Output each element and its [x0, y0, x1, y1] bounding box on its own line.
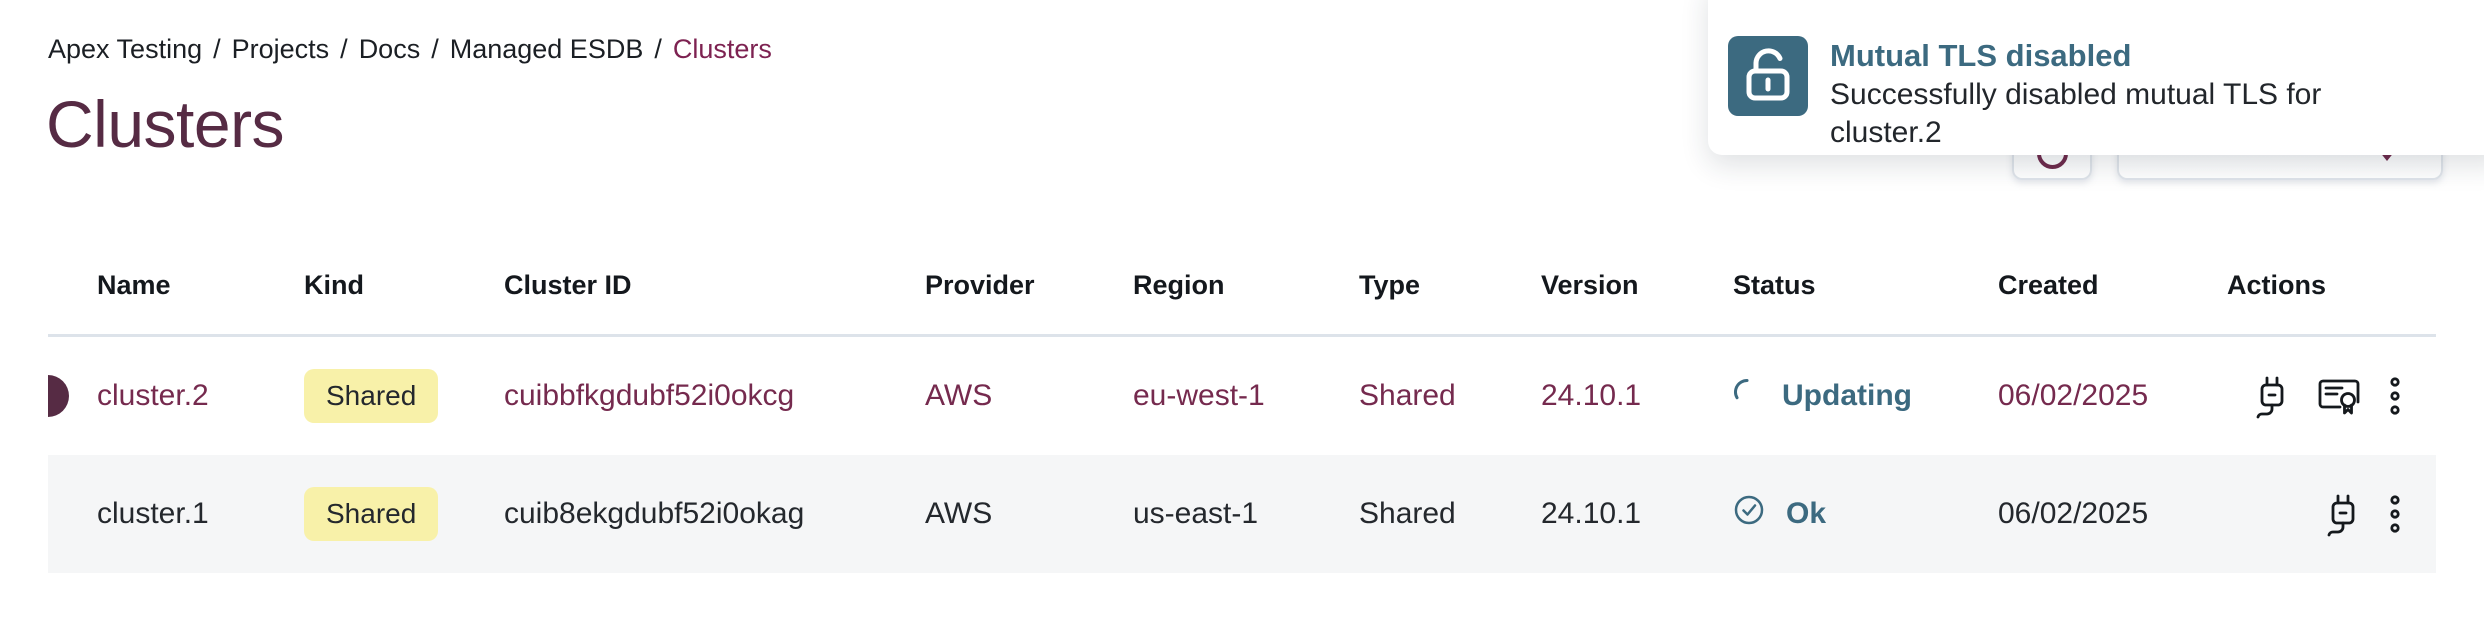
toast-icon-box — [1728, 36, 1808, 116]
table-row-cluster-1[interactable]: cluster.1 Shared cuib8ekgdubf52i0okag AW… — [48, 455, 2436, 573]
breadcrumb-separator: / — [654, 34, 662, 64]
name-cell: cluster.1 — [48, 497, 304, 531]
chevron-down-icon — [2379, 151, 2395, 161]
created-cell: 06/02/2025 — [1998, 379, 2149, 412]
name-cell: cluster.2 — [48, 375, 304, 417]
spinner-icon — [1733, 378, 1761, 414]
breadcrumb-separator: / — [431, 34, 439, 64]
column-header-created: Created — [1998, 269, 2099, 300]
status-cell: Ok — [1733, 494, 1998, 534]
connect-icon[interactable] — [2250, 373, 2294, 419]
certificate-icon[interactable] — [2317, 375, 2365, 417]
check-circle-icon — [1733, 494, 1765, 534]
toast-message: Successfully disabled mutual TLS for clu… — [1830, 78, 2322, 149]
table-header-row: Name Kind Cluster ID Provider Region Typ… — [48, 252, 2436, 334]
cluster-id-cell: cuib8ekgdubf52i0okag — [504, 497, 805, 530]
page-title: Clusters — [46, 87, 285, 161]
status-label: Updating — [1782, 379, 1912, 412]
column-header-actions: Actions — [2227, 269, 2327, 300]
column-header-version: Version — [1541, 269, 1639, 300]
region-cell: eu-west-1 — [1133, 379, 1265, 412]
column-header-status: Status — [1733, 269, 1816, 300]
clusters-table: Name Kind Cluster ID Provider Region Typ… — [48, 252, 2436, 573]
region-cell: us-east-1 — [1133, 497, 1259, 530]
actions-cell — [2227, 373, 2436, 419]
column-header-cluster-id: Cluster ID — [504, 269, 632, 300]
breadcrumb-item-projects[interactable]: Projects — [231, 34, 330, 64]
breadcrumb-separator: / — [213, 34, 221, 64]
created-cell: 06/02/2025 — [1998, 497, 2149, 530]
toast-title: Mutual TLS disabled — [1830, 38, 2132, 73]
toast-notification[interactable]: Mutual TLS disabled Successfully disable… — [1708, 0, 2484, 155]
actions-cell — [2227, 491, 2436, 537]
toast-text: Mutual TLS disabled Successfully disable… — [1830, 36, 2436, 152]
breadcrumb-item-clusters-current: Clusters — [672, 34, 772, 64]
column-header-name: Name — [97, 269, 171, 300]
column-header-provider: Provider — [925, 269, 1035, 300]
provider-cell: AWS — [925, 379, 993, 412]
status-label: Ok — [1786, 497, 1827, 530]
connect-icon[interactable] — [2321, 491, 2365, 537]
type-cell: Shared — [1359, 379, 1456, 412]
version-cell: 24.10.1 — [1541, 379, 1642, 412]
breadcrumb-item-apex-testing[interactable]: Apex Testing — [48, 34, 203, 64]
header-divider — [48, 334, 2436, 337]
status-cell: Updating — [1733, 378, 1998, 414]
table-row-cluster-2[interactable]: cluster.2 Shared cuibbfkgdubf52i0okcg AW… — [48, 337, 2436, 455]
column-header-kind: Kind — [304, 269, 364, 300]
type-cell: Shared — [1359, 497, 1456, 530]
kebab-menu-icon[interactable] — [2388, 494, 2402, 534]
provider-cell: AWS — [925, 497, 993, 530]
breadcrumb-separator: / — [340, 34, 348, 64]
cluster-id-cell: cuibbfkgdubf52i0okcg — [504, 379, 795, 412]
column-header-type: Type — [1359, 269, 1421, 300]
breadcrumb: Apex Testing / Projects / Docs / Managed… — [48, 34, 772, 65]
kind-badge: Shared — [304, 487, 439, 541]
cluster-name-link[interactable]: cluster.1 — [97, 497, 209, 530]
column-header-region: Region — [1133, 269, 1225, 300]
version-cell: 24.10.1 — [1541, 497, 1642, 530]
kind-cell: Shared — [304, 487, 504, 541]
breadcrumb-item-managed-esdb[interactable]: Managed ESDB — [449, 34, 644, 64]
unlock-icon — [1728, 34, 1808, 119]
kebab-menu-icon[interactable] — [2388, 376, 2402, 416]
active-row-marker — [48, 375, 69, 417]
breadcrumb-item-docs[interactable]: Docs — [358, 34, 421, 64]
cluster-name-link[interactable]: cluster.2 — [97, 379, 209, 412]
kind-cell: Shared — [304, 369, 504, 423]
kind-badge: Shared — [304, 369, 439, 423]
